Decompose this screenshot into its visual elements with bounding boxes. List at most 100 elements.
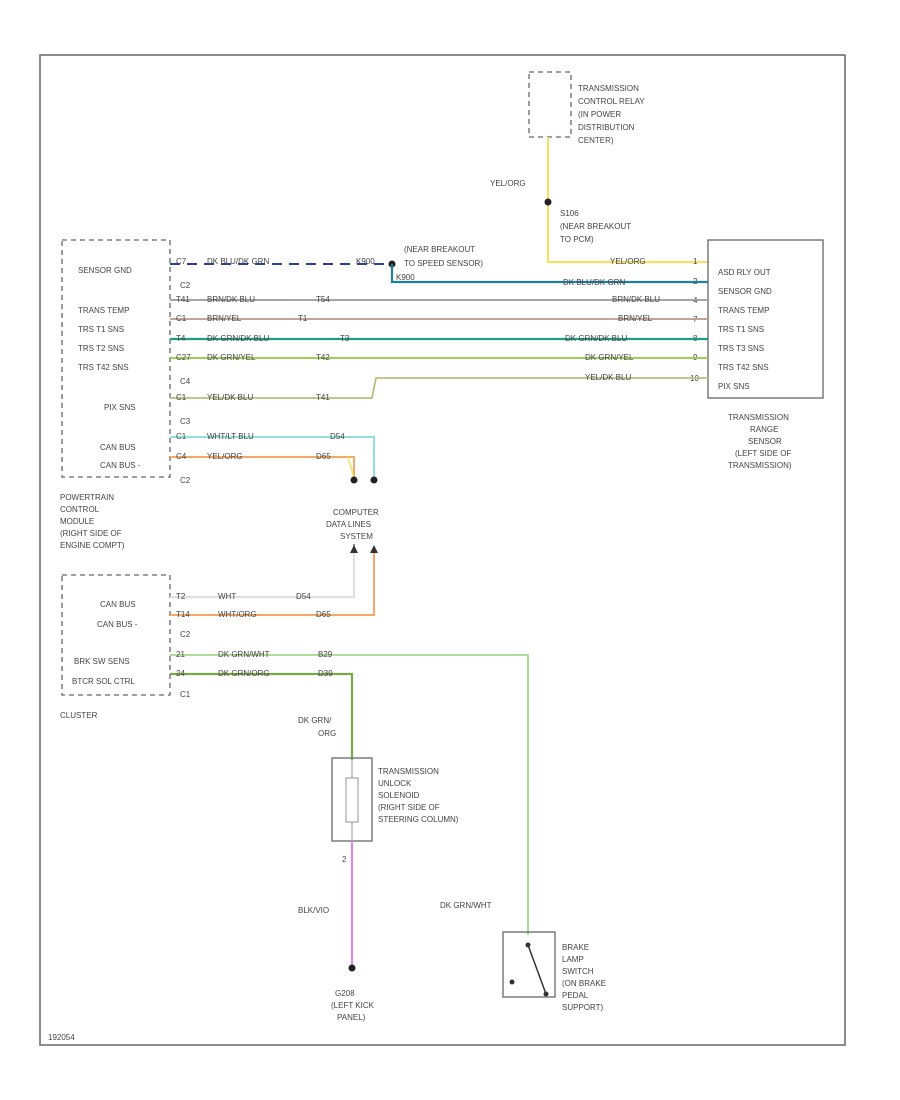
cluster-wire-label-d54: WHT xyxy=(218,592,236,601)
ground-g208 xyxy=(348,964,356,972)
cluster-pin-24: 24 xyxy=(176,669,185,678)
svg-text:C2: C2 xyxy=(180,476,191,485)
svg-text:TRS T2 SNS: TRS T2 SNS xyxy=(78,344,124,353)
brake-switch-contact-left xyxy=(509,979,515,985)
cluster-circuit-d54: D54 xyxy=(296,592,311,601)
pcm-circuit-t3: T3 xyxy=(340,334,350,343)
pcm-circuit-d65: D65 xyxy=(316,452,331,461)
svg-text:TRANSMISSION: TRANSMISSION xyxy=(578,84,639,93)
cluster-conn-c1: C1 xyxy=(180,690,191,699)
solenoid-pin-2: 2 xyxy=(342,855,347,864)
pcm-pin-c1-can: C1 xyxy=(176,432,187,441)
splice-top-desc-1: (NEAR BREAKOUT xyxy=(560,222,631,231)
wire-cluster-can-minus xyxy=(170,550,375,616)
dlc-arrow-head-2 xyxy=(370,545,378,553)
svg-text:TRANS TEMP: TRANS TEMP xyxy=(78,306,129,315)
svg-text:C3: C3 xyxy=(180,417,191,426)
svg-text:DATA LINES: DATA LINES xyxy=(326,520,371,529)
trs-pins: ASD RLY OUT SENSOR GND TRANS TEMP TRS T1… xyxy=(718,268,772,391)
svg-text:(RIGHT SIDE OF: (RIGHT SIDE OF xyxy=(378,803,440,812)
splice-s106 xyxy=(544,198,552,206)
solenoid-wire-label-2: ORG xyxy=(318,729,336,738)
ground-desc-2: PANEL) xyxy=(337,1013,366,1022)
solenoid-coil xyxy=(345,777,359,823)
svg-text:TRS T42 SNS: TRS T42 SNS xyxy=(78,363,129,372)
pcm-pin-c1-pix: C1 xyxy=(176,393,187,402)
svg-text:(RIGHT SIDE OF: (RIGHT SIDE OF xyxy=(60,529,122,538)
wire-can-bus-pcm xyxy=(170,436,375,478)
cluster-pin-t14: T14 xyxy=(176,610,190,619)
svg-text:BRK SW SENS: BRK SW SENS xyxy=(74,657,130,666)
trs-label: TRANSMISSION RANGE SENSOR (LEFT SIDE OF … xyxy=(728,413,792,470)
trs-wire-label-5: DK GRN/DK BLU xyxy=(565,334,627,343)
svg-text:TRS T3 SNS: TRS T3 SNS xyxy=(718,344,764,353)
svg-text:ENGINE COMPT): ENGINE COMPT) xyxy=(60,541,125,550)
svg-text:SENSOR: SENSOR xyxy=(748,437,782,446)
relay-box xyxy=(528,71,572,138)
dlc-node-1 xyxy=(350,476,358,484)
svg-text:SOLENOID: SOLENOID xyxy=(378,791,420,800)
pcm-circuit-d54: D54 xyxy=(330,432,345,441)
pcm-circuit-t41: T41 xyxy=(316,393,330,402)
svg-text:C4: C4 xyxy=(180,377,191,386)
brake-switch-blade xyxy=(527,944,547,995)
pcm-wire-label-d65: YEL/ORG xyxy=(207,452,243,461)
trs-wire-label-1: YEL/ORG xyxy=(610,257,646,266)
svg-text:TRS T42 SNS: TRS T42 SNS xyxy=(718,363,769,372)
brake-switch-box xyxy=(502,931,556,998)
ground-wire-label: BLK/VIO xyxy=(298,906,329,915)
pcm-wire-label-d54: WHT/LT BLU xyxy=(207,432,254,441)
pcm-pins: SENSOR GND TRANS TEMP TRS T1 SNS TRS T2 … xyxy=(78,266,141,470)
cluster-pin-21: 21 xyxy=(176,650,185,659)
pcm-box xyxy=(61,239,171,478)
wire-pix-sns xyxy=(170,377,708,399)
splice-speed-wire: K900 xyxy=(396,273,415,282)
dlc-label: COMPUTER DATA LINES SYSTEM xyxy=(326,508,379,541)
svg-text:CAN BUS -: CAN BUS - xyxy=(100,461,141,470)
pcm-pin-c4-can: C4 xyxy=(176,452,187,461)
diagram-id: 192054 xyxy=(48,1033,75,1042)
pcm-circuit-t1: T1 xyxy=(298,314,308,323)
ground-id: G208 xyxy=(335,989,355,998)
svg-text:(IN POWER: (IN POWER xyxy=(578,110,621,119)
solenoid-label: TRANSMISSION UNLOCK SOLENOID (RIGHT SIDE… xyxy=(378,767,459,824)
svg-text:LAMP: LAMP xyxy=(562,955,584,964)
svg-text:BRAKE: BRAKE xyxy=(562,943,589,952)
wire-can-bus-minus-pcm xyxy=(170,456,355,478)
svg-text:POWERTRAIN: POWERTRAIN xyxy=(60,493,114,502)
pcm-pin-t4: T4 xyxy=(176,334,186,343)
svg-text:C2: C2 xyxy=(180,281,191,290)
trs-pin-numbers: 1 2 4 7 8 9 10 xyxy=(690,257,699,383)
svg-text:RANGE: RANGE xyxy=(750,425,778,434)
pcm-pin-t41: T41 xyxy=(176,295,190,304)
svg-text:TRS T1 SNS: TRS T1 SNS xyxy=(78,325,124,334)
splice-top-desc-2: TO PCM) xyxy=(560,235,594,244)
svg-text:TRANS TEMP: TRANS TEMP xyxy=(718,306,769,315)
ground-desc-1: (LEFT KICK xyxy=(331,1001,375,1010)
trs-wire-label-7: YEL/DK BLU xyxy=(585,373,631,382)
cluster-circuit-d39: D39 xyxy=(318,669,333,678)
pcm-wire-label-t54: BRN/DK BLU xyxy=(207,295,255,304)
cluster-circuit-b29: B29 xyxy=(318,650,333,659)
splice-top-wire: YEL/ORG xyxy=(490,179,526,188)
relay-label: TRANSMISSION CONTROL RELAY (IN POWER DIS… xyxy=(578,84,645,145)
trs-wire-label-3: BRN/DK BLU xyxy=(612,295,660,304)
cluster-circuit-d65: D65 xyxy=(316,610,331,619)
cluster-wire-label-d65: WHT/ORG xyxy=(218,610,257,619)
brake-wire-label: DK GRN/WHT xyxy=(440,901,492,910)
pcm-circuit-k900: K900 xyxy=(356,257,375,266)
svg-text:SUPPORT): SUPPORT) xyxy=(562,1003,604,1012)
pcm-circuit-t42: T42 xyxy=(316,353,330,362)
cluster-wire-label-d39: DK GRN/ORG xyxy=(218,669,270,678)
svg-text:SYSTEM: SYSTEM xyxy=(340,532,373,541)
brake-label: BRAKE LAMP SWITCH (ON BRAKE PEDAL SUPPOR… xyxy=(562,943,606,1012)
pcm-pin-t1: C1 xyxy=(176,314,187,323)
splice-speed-desc-2: TO SPEED SENSOR) xyxy=(404,259,483,268)
cluster-pins: CAN BUS CAN BUS - BRK SW SENS BTCR SOL C… xyxy=(72,600,138,686)
svg-text:CAN BUS: CAN BUS xyxy=(100,600,136,609)
cluster-conn-c2: C2 xyxy=(180,630,191,639)
wire-can-bus-minus-tail xyxy=(347,456,355,479)
svg-text:SENSOR GND: SENSOR GND xyxy=(718,287,772,296)
pcm-wire-label-t1: BRN/YEL xyxy=(207,314,242,323)
